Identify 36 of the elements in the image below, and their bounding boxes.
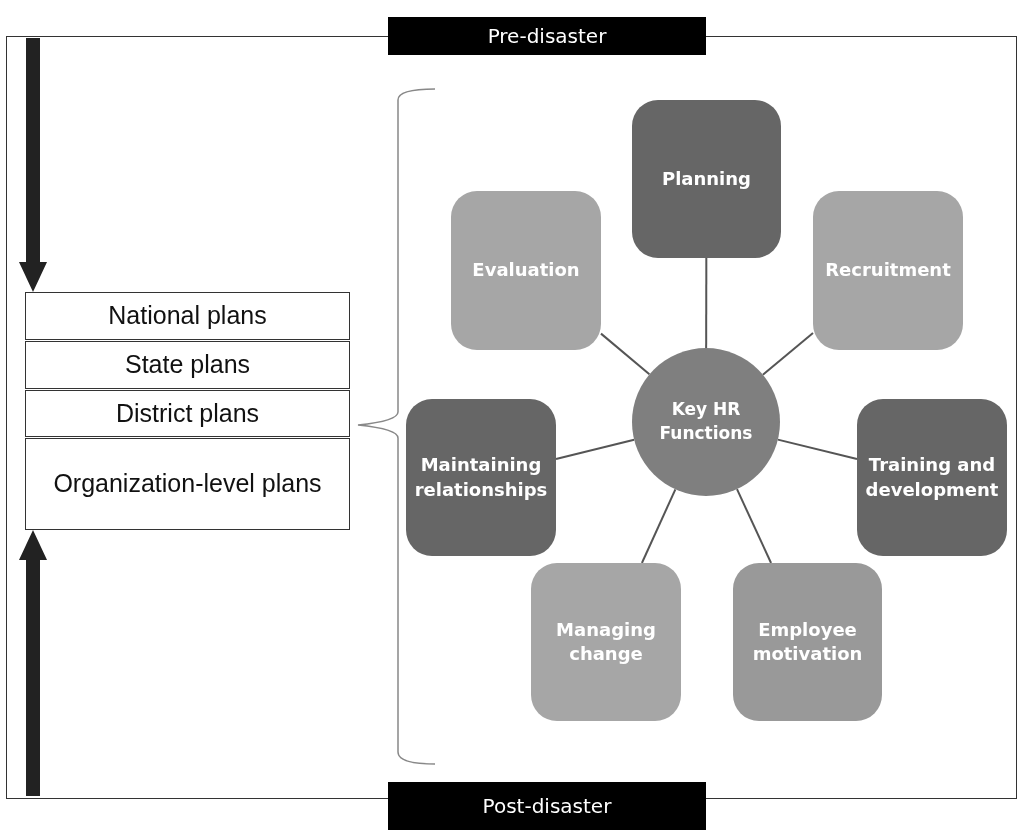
node-label: Post-disaster xyxy=(482,794,612,818)
connector-line xyxy=(736,488,773,564)
connector-line xyxy=(776,438,858,461)
node-label: Maintaining relationships xyxy=(413,453,549,502)
function-box xyxy=(451,191,601,350)
node-label: District plans xyxy=(115,397,260,429)
connector-line xyxy=(705,257,708,349)
plan-level-box xyxy=(25,438,350,530)
function-box xyxy=(733,563,882,721)
node-label: Managing change xyxy=(555,617,657,666)
node-label: Key HR Functions xyxy=(658,398,754,445)
phase-banner xyxy=(388,17,706,55)
connector-line xyxy=(555,438,636,460)
function-box xyxy=(531,563,681,721)
node-label: Training and development xyxy=(864,453,1000,502)
connector-line xyxy=(600,332,651,376)
function-box xyxy=(632,100,781,258)
connector-line xyxy=(640,488,677,564)
plan-level-box xyxy=(25,292,350,340)
function-box xyxy=(813,191,963,350)
node-label: Employee motivation xyxy=(751,617,864,666)
function-box xyxy=(857,399,1007,556)
node-label: Organization-level plans xyxy=(53,468,322,500)
plan-level-box xyxy=(25,341,350,389)
arrow xyxy=(19,38,47,292)
function-box xyxy=(406,399,556,556)
arrow xyxy=(19,530,47,796)
connector-line xyxy=(761,331,814,376)
node-label: Pre-disaster xyxy=(487,24,607,48)
phase-banner xyxy=(388,782,706,830)
node-label: State plans xyxy=(124,349,251,381)
plan-level-box xyxy=(25,390,350,437)
node-label: National plans xyxy=(108,300,267,332)
node-label: Recruitment xyxy=(825,258,951,283)
node-label: Evaluation xyxy=(472,258,580,283)
node-label: Planning xyxy=(662,166,751,191)
